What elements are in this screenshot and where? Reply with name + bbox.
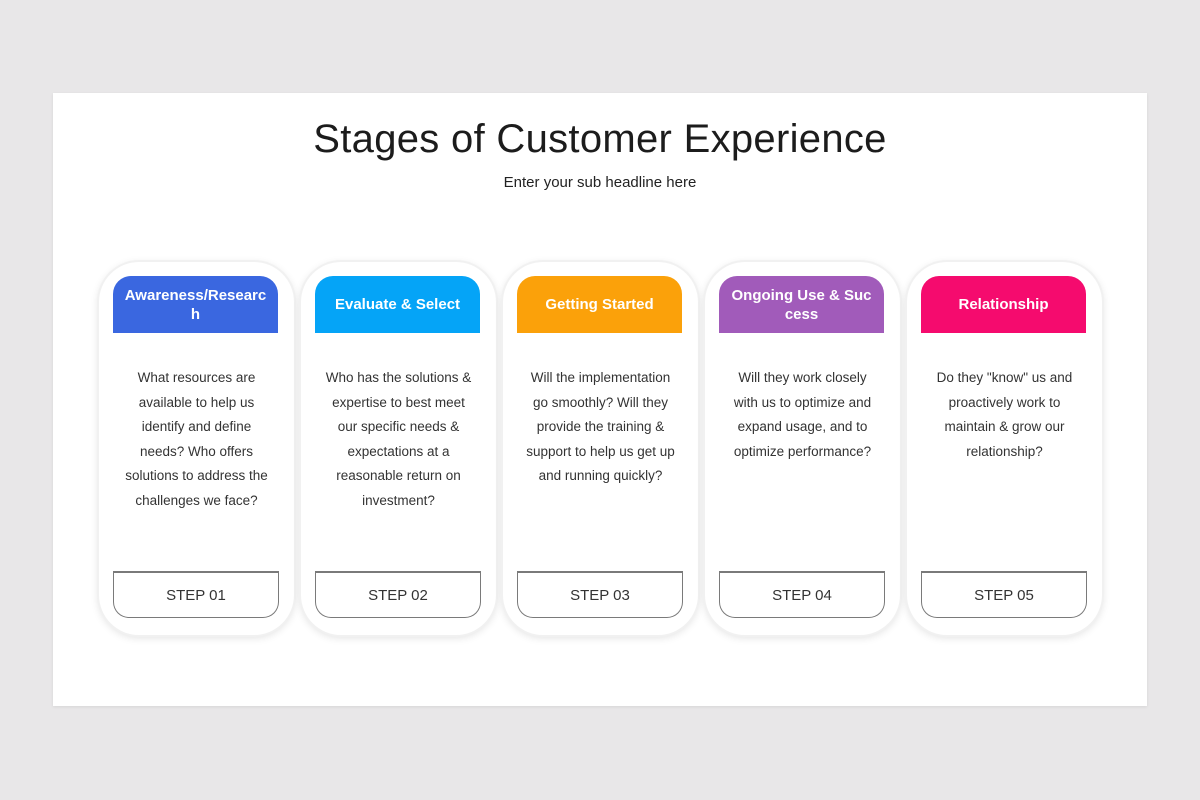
step-04-button[interactable]: STEP 04 [719,571,885,618]
stage-header-3: Getting Started [517,276,682,333]
step-02-button[interactable]: STEP 02 [315,571,481,618]
stage-card-1: Awareness/Research What resources are av… [99,262,294,635]
stage-description-2: Who has the solutions & expertise to bes… [325,370,472,508]
stage-card-3: Getting Started Will the implementation … [503,262,698,635]
page-title: Stages of Customer Experience [313,117,887,161]
stage-description-1: What resources are available to help us … [125,370,268,508]
stage-card-4: Ongoing Use & Success Will they work clo… [705,262,900,635]
stage-description-4: Will they work closely with us to optimi… [733,370,872,459]
stage-description-5: Do they "know" us and proactively work t… [936,370,1073,459]
step-05-button[interactable]: STEP 05 [921,571,1087,618]
stage-description-3: Will the implementation go smoothly? Wil… [526,370,675,484]
step-01-button[interactable]: STEP 01 [113,571,279,618]
stage-header-4: Ongoing Use & Success [719,276,884,333]
stage-header-2: Evaluate & Select [315,276,480,333]
slide: Stages of Customer Experience Enter your… [53,93,1147,706]
stage-card-2: Evaluate & Select Who has the solutions … [301,262,496,635]
stage-header-1: Awareness/Research [113,276,278,333]
page-subtitle: Enter your sub headline here [503,174,697,191]
stage-card-5: Relationship Do they "know" us and proac… [907,262,1102,635]
stage-header-5: Relationship [921,276,1086,333]
step-03-button[interactable]: STEP 03 [517,571,683,618]
